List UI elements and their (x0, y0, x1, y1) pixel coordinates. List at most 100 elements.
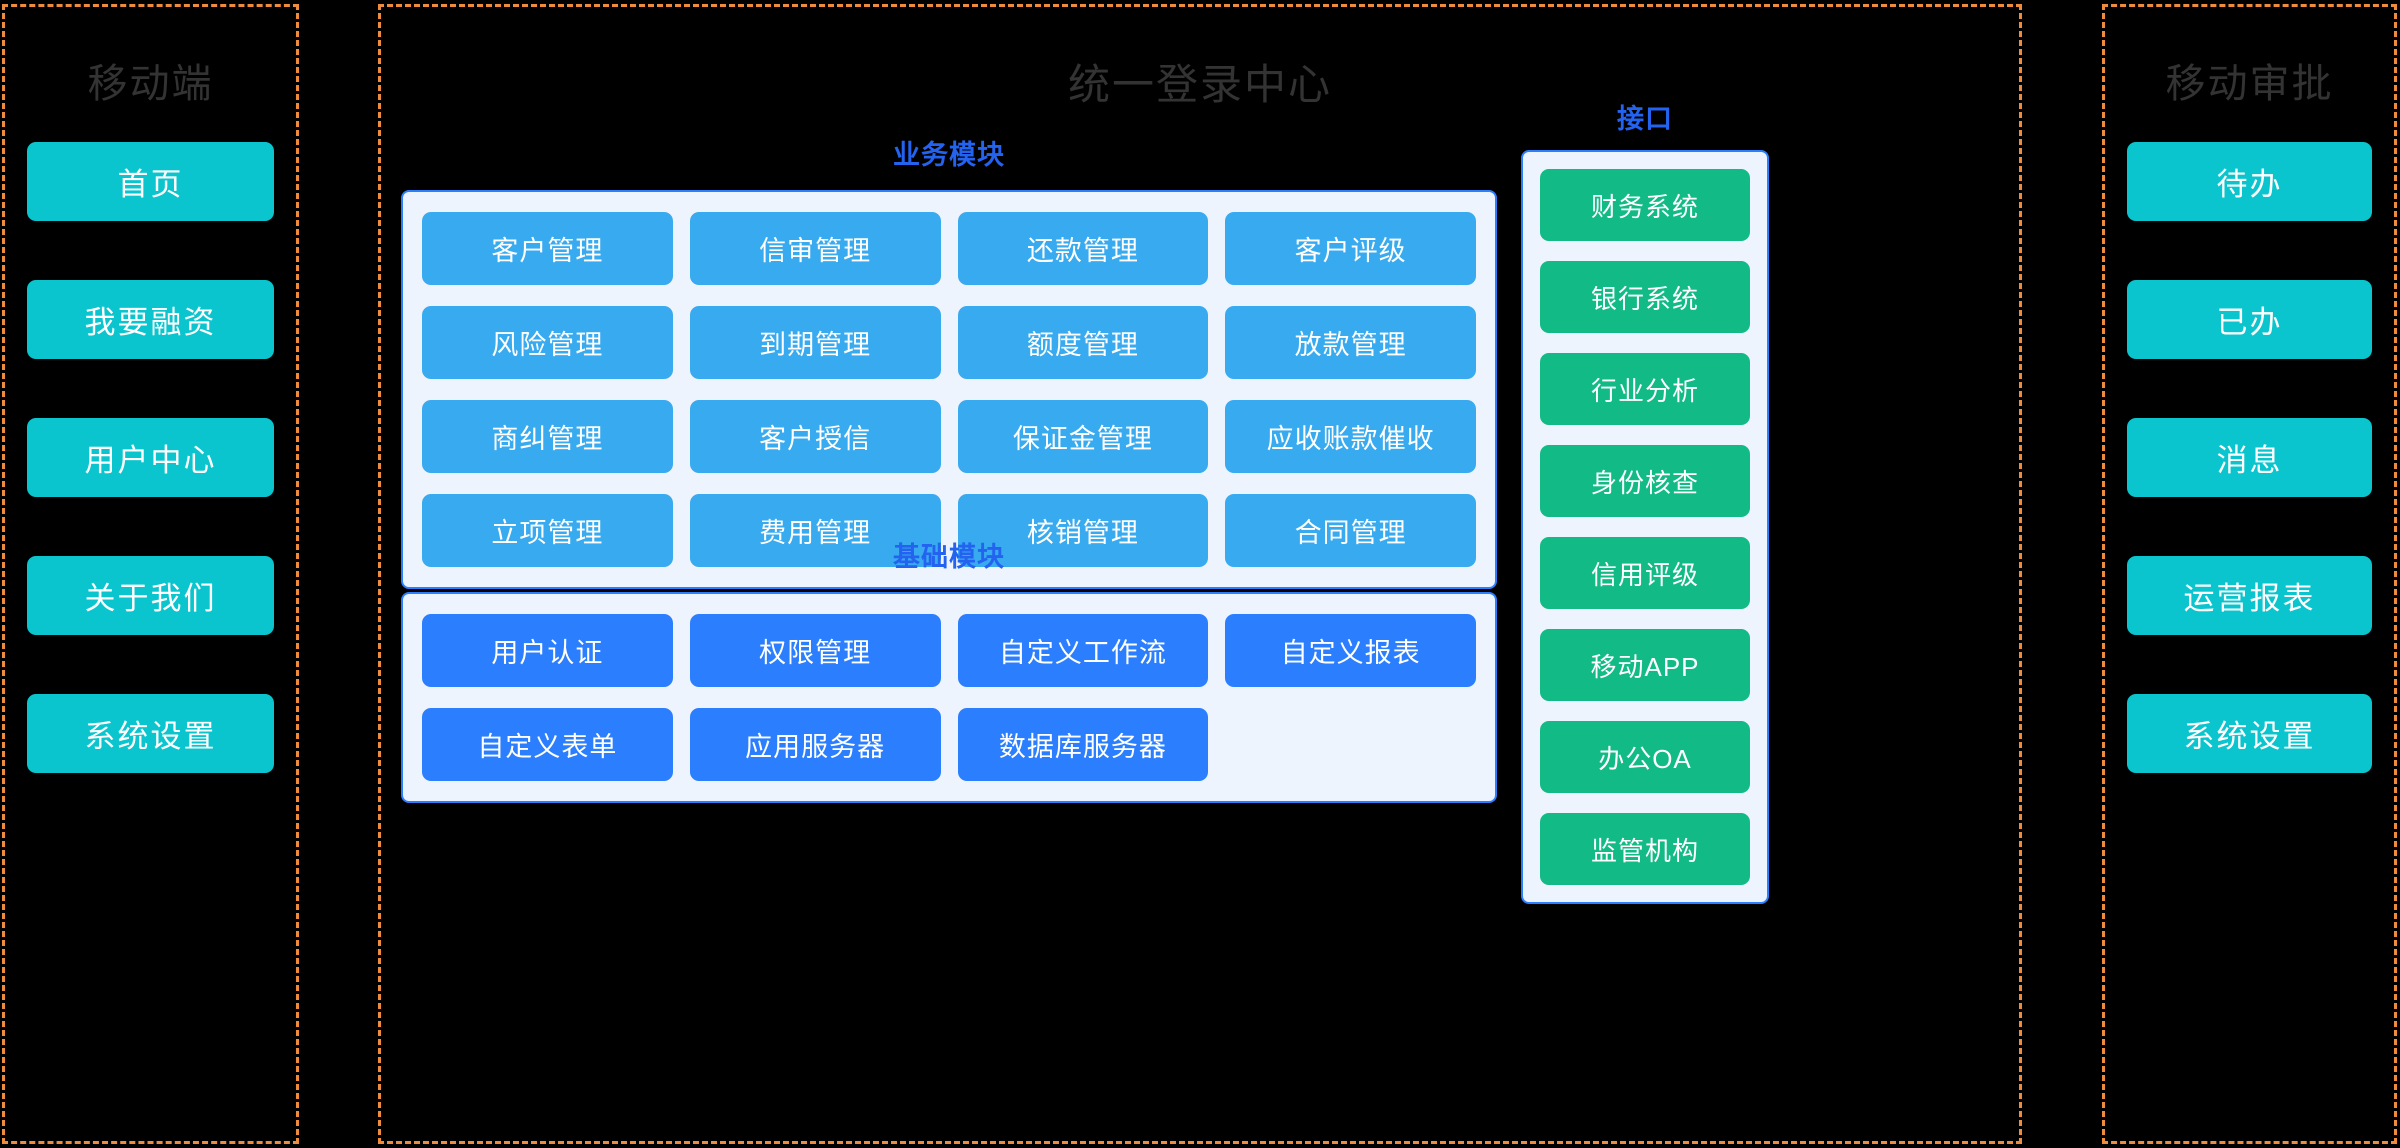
sidebar-item-label: 用户中心 (84, 443, 217, 478)
module-tile-risk-management[interactable]: 风险管理 (422, 306, 673, 379)
zone-mobile-approval-title: 移动审批 (2165, 62, 2334, 106)
module-tile-permission-management[interactable]: 权限管理 (689, 614, 941, 687)
interface-tile-regulatory-agency[interactable]: 监管机构 (1540, 813, 1750, 885)
module-tile-customer-credit-granting[interactable]: 客户授信 (689, 400, 941, 473)
zone-unified-login-center: 统一登录中心 业务模块 客户管理 信审管理 还款管理 客户评级 风险管理 (378, 4, 2022, 1144)
interface-tile-identity-verification[interactable]: 身份核查 (1540, 445, 1750, 517)
zone-mobile-client-title: 移动端 (87, 62, 214, 106)
interface-tile-label: 移动APP (1590, 651, 1700, 682)
sidebar-item-label: 我要融资 (84, 305, 217, 340)
approval-item-label: 已办 (2216, 305, 2283, 340)
module-tile-placeholder (1225, 708, 1476, 781)
module-tile-label: 额度管理 (1026, 330, 1139, 360)
module-tile-application-server[interactable]: 应用服务器 (689, 708, 941, 781)
module-tile-credit-review[interactable]: 信审管理 (689, 212, 941, 285)
module-tile-loan-disbursement[interactable]: 放款管理 (1225, 306, 1476, 379)
interface-tile-label: 监管机构 (1590, 835, 1699, 866)
interface-title: 接口 (1617, 104, 1673, 134)
sidebar-item-home[interactable]: 首页 (27, 142, 274, 221)
interface-tile-label: 行业分析 (1590, 375, 1699, 406)
sidebar-item-label: 关于我们 (84, 581, 217, 616)
approval-item-operation-report[interactable]: 运营报表 (2127, 556, 2372, 635)
interface-tile-label: 信用评级 (1590, 559, 1699, 590)
module-tile-label: 客户授信 (759, 424, 872, 454)
approval-item-label: 消息 (2216, 443, 2283, 478)
module-tile-label: 风险管理 (491, 330, 604, 360)
module-tile-customer-management[interactable]: 客户管理 (422, 212, 673, 285)
interface-tile-bank-system[interactable]: 银行系统 (1540, 261, 1750, 333)
approval-item-done[interactable]: 已办 (2127, 280, 2372, 359)
sidebar-item-financing[interactable]: 我要融资 (27, 280, 274, 359)
interface-tile-credit-rating[interactable]: 信用评级 (1540, 537, 1750, 609)
module-tile-label: 核销管理 (1026, 518, 1139, 548)
module-tile-custom-form[interactable]: 自定义表单 (422, 708, 673, 781)
module-tile-label: 立项管理 (491, 518, 604, 548)
mobile-approval-menu: 待办 已办 消息 运营报表 系统设置 (2105, 142, 2394, 1121)
module-tile-deposit-management[interactable]: 保证金管理 (957, 400, 1209, 473)
module-tile-user-authentication[interactable]: 用户认证 (422, 614, 673, 687)
base-module-block: 基础模块 用户认证 权限管理 自定义工作流 自定义报表 自定义表单 应用服务器 (401, 535, 1497, 803)
module-tile-label: 信审管理 (759, 236, 872, 266)
module-tile-label: 费用管理 (759, 518, 872, 548)
module-tile-database-server[interactable]: 数据库服务器 (957, 708, 1209, 781)
sidebar-item-about-us[interactable]: 关于我们 (27, 556, 274, 635)
module-tile-customer-rating[interactable]: 客户评级 (1225, 212, 1476, 285)
interface-panel: 财务系统 银行系统 行业分析 身份核查 信用评级 移动APP 办公OA 监管机构 (1521, 150, 1769, 904)
module-tile-label: 客户评级 (1294, 236, 1407, 266)
approval-item-todo[interactable]: 待办 (2127, 142, 2372, 221)
approval-item-system-settings[interactable]: 系统设置 (2127, 694, 2372, 773)
base-module-grid: 用户认证 权限管理 自定义工作流 自定义报表 自定义表单 应用服务器 数据库服务… (422, 614, 1476, 781)
approval-item-messages[interactable]: 消息 (2127, 418, 2372, 497)
module-tile-label: 用户认证 (491, 638, 604, 668)
module-tile-label: 到期管理 (759, 330, 872, 360)
module-tile-label: 商纠管理 (491, 424, 604, 454)
sidebar-item-label: 首页 (117, 167, 184, 202)
interface-tile-finance-system[interactable]: 财务系统 (1540, 169, 1750, 241)
zone-mobile-client: 移动端 首页 我要融资 用户中心 关于我们 系统设置 (2, 4, 299, 1144)
approval-item-label: 系统设置 (2183, 719, 2316, 754)
module-tile-contract-management[interactable]: 合同管理 (1225, 494, 1476, 567)
interface-tile-label: 财务系统 (1590, 191, 1699, 222)
module-tile-label: 合同管理 (1294, 518, 1407, 548)
module-tile-label: 自定义工作流 (998, 638, 1167, 668)
module-tile-expense-management[interactable]: 费用管理 (689, 494, 941, 567)
module-tile-label: 还款管理 (1026, 236, 1139, 266)
business-module-grid: 客户管理 信审管理 还款管理 客户评级 风险管理 到期管理 额度管理 放款管 (422, 212, 1476, 567)
interface-tile-mobile-app[interactable]: 移动APP (1540, 629, 1750, 701)
module-tile-label: 应用服务器 (745, 732, 886, 762)
module-tile-repayment-management[interactable]: 还款管理 (957, 212, 1209, 285)
module-tile-credit-limit-management[interactable]: 额度管理 (957, 306, 1209, 379)
approval-item-label: 待办 (2216, 167, 2283, 202)
module-tile-custom-report[interactable]: 自定义报表 (1225, 614, 1476, 687)
base-module-title: 基础模块 (893, 542, 1005, 572)
base-module-panel: 用户认证 权限管理 自定义工作流 自定义报表 自定义表单 应用服务器 数据库服务… (401, 592, 1497, 803)
module-tile-label: 数据库服务器 (998, 732, 1167, 762)
module-tile-maturity-management[interactable]: 到期管理 (689, 306, 941, 379)
sidebar-item-system-settings[interactable]: 系统设置 (27, 694, 274, 773)
approval-item-label: 运营报表 (2183, 581, 2316, 616)
module-tile-label: 保证金管理 (1012, 424, 1153, 454)
zone-mobile-approval: 移动审批 待办 已办 消息 运营报表 系统设置 (2102, 4, 2397, 1144)
module-tile-label: 权限管理 (759, 638, 872, 668)
interface-tile-label: 办公OA (1598, 743, 1692, 774)
interface-block: 接口 财务系统 银行系统 行业分析 身份核查 信用评级 移动APP 办公OA 监… (1521, 97, 1769, 904)
module-tile-dispute-management[interactable]: 商纠管理 (422, 400, 673, 473)
module-tile-label: 自定义表单 (477, 732, 618, 762)
business-module-title: 业务模块 (893, 140, 1005, 170)
business-module-panel: 客户管理 信审管理 还款管理 客户评级 风险管理 到期管理 额度管理 放款管 (401, 190, 1497, 589)
module-tile-project-initiation[interactable]: 立项管理 (422, 494, 673, 567)
module-tile-writeoff-management[interactable]: 核销管理 (957, 494, 1209, 567)
module-tile-label: 应收账款催收 (1266, 424, 1435, 454)
module-tile-receivables-collection[interactable]: 应收账款催收 (1225, 400, 1476, 473)
interface-tile-label: 身份核查 (1590, 467, 1699, 498)
module-tile-custom-workflow[interactable]: 自定义工作流 (957, 614, 1209, 687)
zone-unified-login-center-title: 统一登录中心 (1067, 61, 1332, 108)
module-tile-label: 自定义报表 (1280, 638, 1421, 668)
interface-tile-office-oa[interactable]: 办公OA (1540, 721, 1750, 793)
interface-tile-label: 银行系统 (1590, 283, 1699, 314)
module-tile-label: 放款管理 (1294, 330, 1407, 360)
interface-tile-industry-analysis[interactable]: 行业分析 (1540, 353, 1750, 425)
sidebar-item-user-center[interactable]: 用户中心 (27, 418, 274, 497)
business-module-block: 业务模块 客户管理 信审管理 还款管理 客户评级 风险管理 到期管理 (401, 133, 1497, 589)
